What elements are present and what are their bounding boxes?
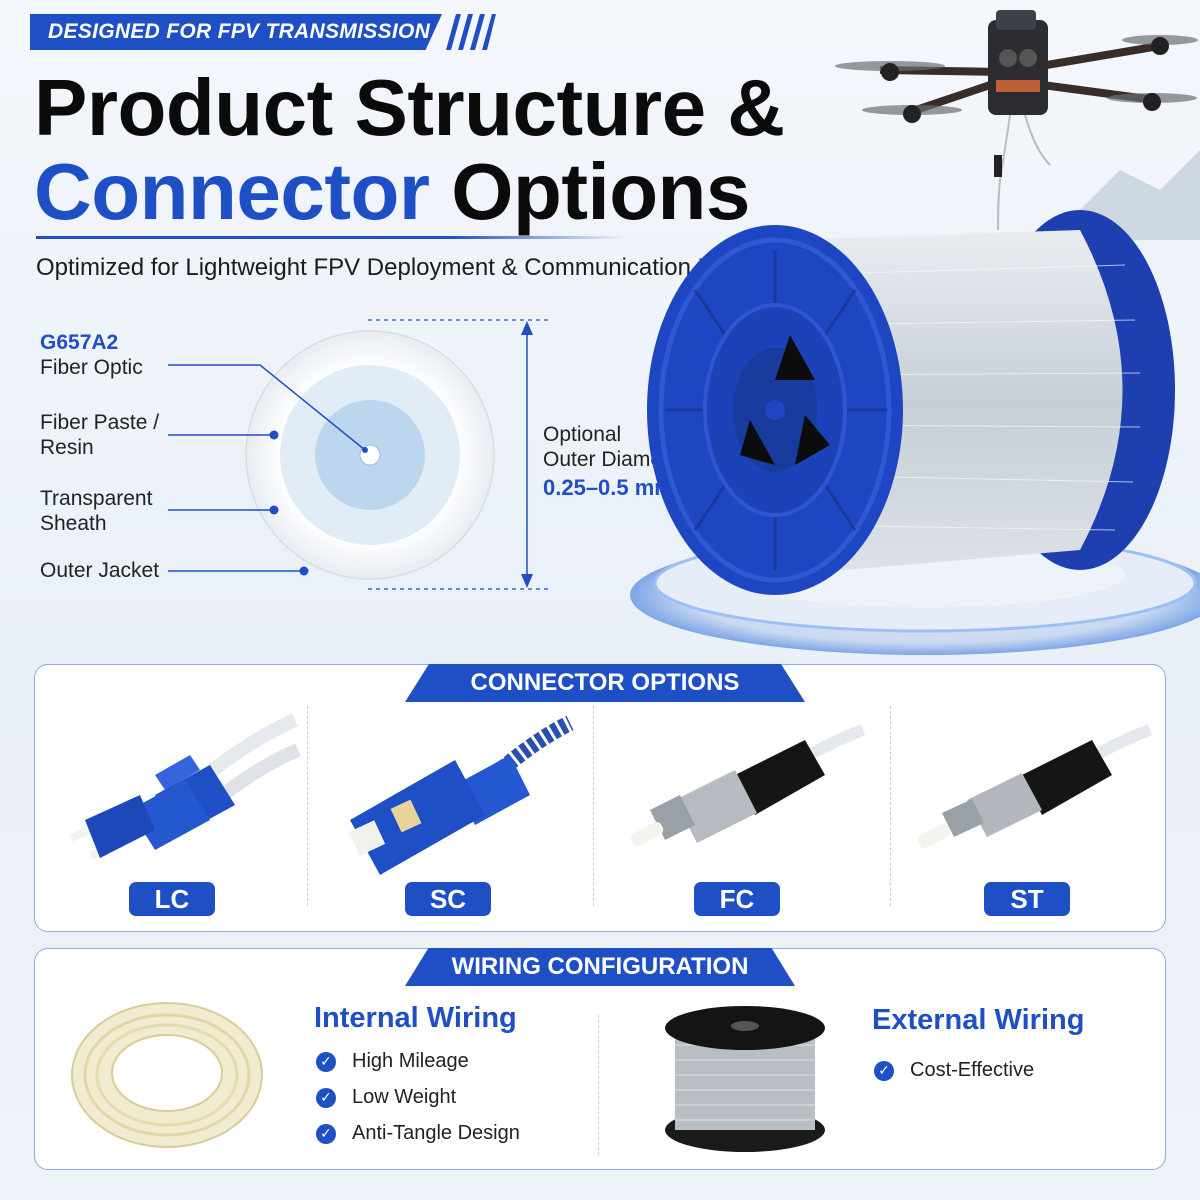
internal-feature-3-text: Anti-Tangle Design bbox=[352, 1122, 520, 1144]
internal-feature-1: ✓ High Mileage bbox=[316, 1050, 469, 1073]
sheath-line1: Transparent bbox=[40, 487, 153, 510]
lc-connector-image bbox=[69, 713, 300, 860]
page-title-line2: Connector Options bbox=[34, 152, 750, 232]
internal-feature-2-text: Low Weight bbox=[352, 1086, 457, 1108]
internal-feature-3: ✓ Anti-Tangle Design bbox=[316, 1122, 520, 1145]
connector-divider-2 bbox=[593, 706, 594, 906]
sc-connector-image bbox=[348, 715, 574, 875]
page-title-rest: Options bbox=[429, 147, 750, 236]
page-title-highlight: Connector bbox=[34, 147, 430, 236]
outer-jacket-label: Outer Jacket bbox=[40, 559, 160, 582]
external-feature-1-text: Cost-Effective bbox=[910, 1059, 1035, 1081]
connector-options-title: CONNECTOR OPTIONS bbox=[405, 664, 805, 702]
connector-badge-fc: FC bbox=[694, 882, 780, 916]
od-value: 0.25–0.5 mm bbox=[543, 475, 674, 500]
connector-badge-lc: LC bbox=[129, 882, 215, 916]
check-icon: ✓ bbox=[316, 1123, 336, 1144]
internal-feature-2: ✓ Low Weight bbox=[316, 1086, 456, 1109]
sheath-line2: Sheath bbox=[40, 512, 107, 535]
external-wiring-title: External Wiring bbox=[872, 1004, 1085, 1036]
page-subtitle: Optimized for Lightweight FPV Deployment… bbox=[36, 254, 754, 281]
fiber-paste-line2: Resin bbox=[40, 436, 94, 459]
drone-image bbox=[835, 10, 1200, 240]
cross-section-diagram bbox=[168, 319, 552, 590]
connector-divider-3 bbox=[890, 706, 891, 906]
connector-badge-st: ST bbox=[984, 882, 1070, 916]
fiber-spool-image bbox=[630, 210, 1200, 655]
check-icon: ✓ bbox=[316, 1087, 336, 1108]
wiring-configuration-title: WIRING CONFIGURATION bbox=[405, 948, 795, 986]
title-underline bbox=[36, 236, 626, 239]
od-line1: Optional bbox=[543, 423, 622, 446]
header-ribbon: DESIGNED FOR FPV TRANSMISSION bbox=[30, 14, 442, 50]
connector-badge-sc: SC bbox=[405, 882, 491, 916]
check-icon: ✓ bbox=[316, 1051, 336, 1072]
internal-feature-1-text: High Mileage bbox=[352, 1050, 469, 1072]
external-feature-1: ✓ Cost-Effective bbox=[874, 1059, 1034, 1082]
fiber-paste-label: Fiber Paste / Resin bbox=[40, 410, 159, 460]
fiber-type-label: G657A2 bbox=[40, 331, 119, 354]
fiber-optic-label: G657A2 Fiber Optic bbox=[40, 331, 143, 380]
check-icon: ✓ bbox=[874, 1060, 894, 1081]
transparent-sheath-label: Transparent Sheath bbox=[40, 486, 152, 536]
fiber-paste-line1: Fiber Paste / bbox=[40, 411, 160, 434]
fc-connector-image bbox=[630, 724, 865, 847]
connector-divider-1 bbox=[307, 706, 308, 906]
ribbon-stripes-decoration bbox=[446, 14, 496, 50]
internal-wiring-title: Internal Wiring bbox=[314, 1002, 517, 1034]
fiber-optic-text: Fiber Optic bbox=[40, 356, 143, 379]
wiring-divider bbox=[598, 1015, 599, 1155]
page-title-line1: Product Structure & bbox=[34, 63, 785, 152]
external-wiring-spool-image bbox=[665, 1006, 825, 1152]
st-connector-image bbox=[917, 724, 1152, 849]
internal-wiring-coil-image bbox=[71, 1002, 263, 1148]
